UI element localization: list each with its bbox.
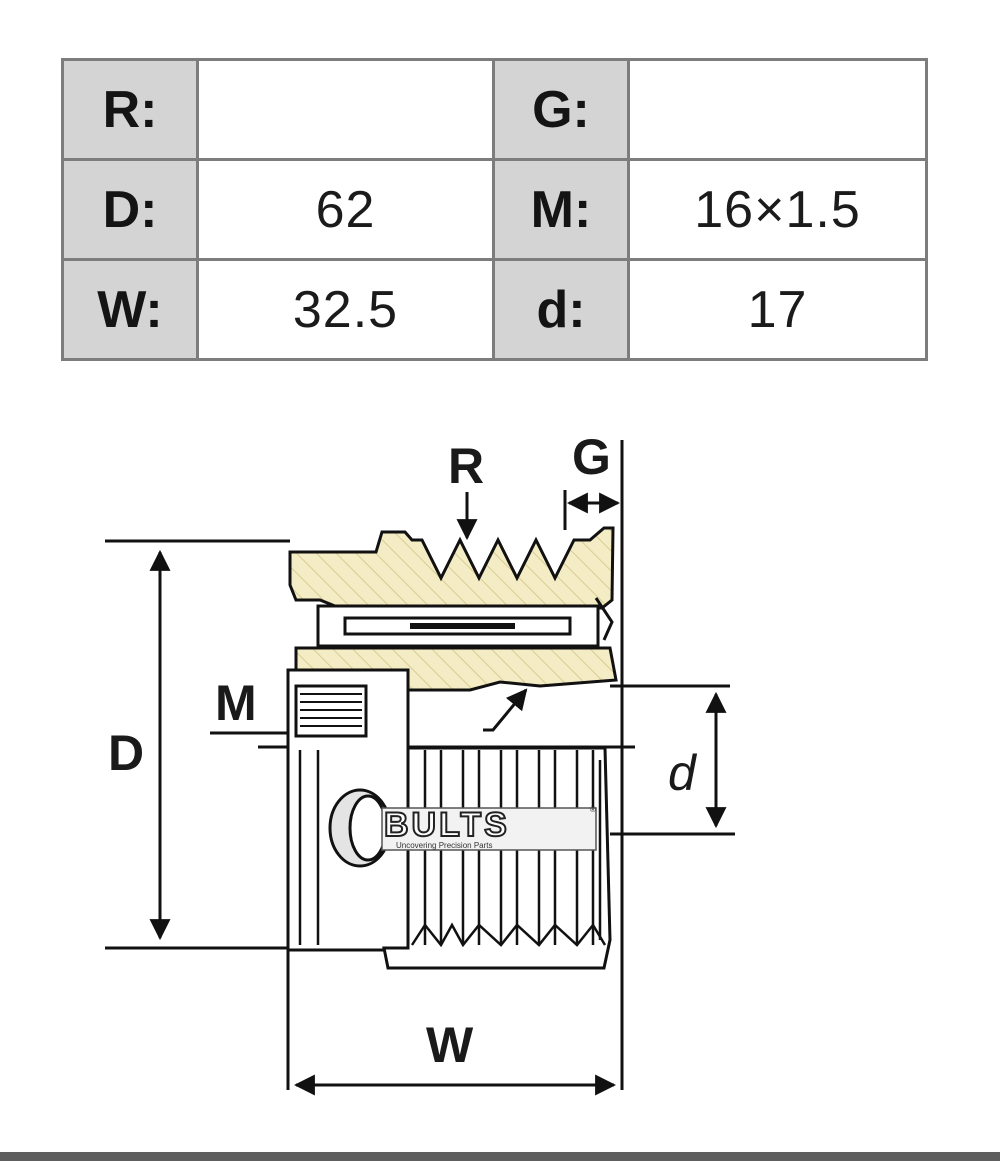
label-d-inner-diagram: d — [668, 745, 698, 801]
logo-brand: BULTS — [384, 806, 510, 844]
label-g-diagram: G — [572, 429, 611, 485]
label-g: G: — [492, 58, 630, 161]
spec-table: R: G: D: 62 M: 16×1.5 W: 32.5 d: 17 — [61, 58, 928, 361]
label-r: R: — [61, 58, 199, 161]
value-d-inner: 17 — [627, 258, 928, 361]
logo-tagline: Uncovering Precision Parts — [396, 841, 492, 850]
outer-ring-section — [288, 526, 615, 610]
spec-row-3: W: 32.5 d: 17 — [61, 258, 928, 361]
spec-row-2: D: 62 M: 16×1.5 — [61, 158, 928, 261]
label-d-outer: D: — [61, 158, 199, 261]
value-r — [196, 58, 495, 161]
label-m-diagram: M — [215, 675, 257, 731]
label-r-diagram: R — [448, 438, 484, 494]
value-g — [627, 58, 928, 161]
label-d-inner: d: — [492, 258, 630, 361]
spec-row-1: R: G: — [61, 58, 928, 161]
label-w: W: — [61, 258, 199, 361]
value-d-outer: 62 — [196, 158, 495, 261]
label-d-outer-diagram: D — [108, 725, 144, 781]
bults-logo: BULTS Uncovering Precision Parts ® — [381, 805, 597, 851]
bottom-bar — [0, 1152, 1000, 1161]
leader-line — [483, 688, 528, 732]
label-w-diagram: W — [426, 1017, 474, 1073]
value-w: 32.5 — [196, 258, 495, 361]
logo-registered: ® — [590, 805, 596, 814]
pulley-diagram: BULTS Uncovering Precision Parts ® R G M… — [105, 429, 735, 1096]
pulley-exterior — [286, 668, 612, 970]
value-m: 16×1.5 — [627, 158, 928, 261]
pulley-section — [288, 526, 618, 692]
label-m: M: — [492, 158, 630, 261]
